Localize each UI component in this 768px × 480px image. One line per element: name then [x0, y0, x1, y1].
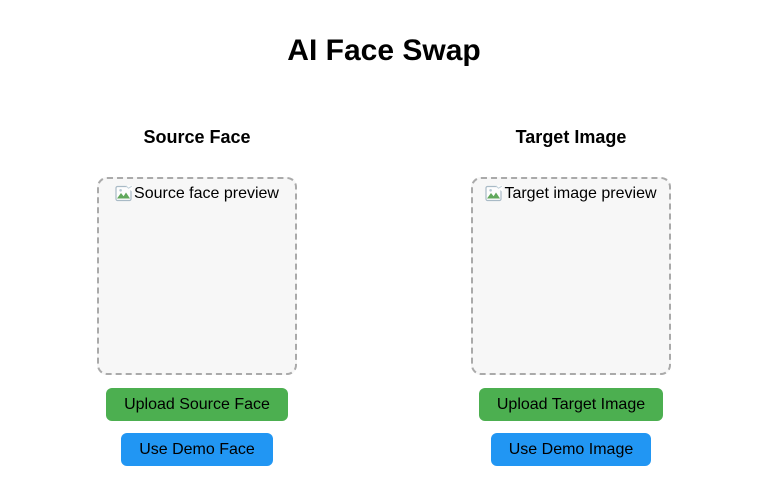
target-image-preview-alt-text: Target image preview — [504, 185, 657, 203]
use-demo-face-button[interactable]: Use Demo Face — [121, 433, 273, 467]
source-face-section: Source Face Source face preview Upload S… — [97, 127, 297, 467]
source-face-preview-box: Source face preview — [97, 177, 297, 376]
upload-target-image-button[interactable]: Upload Target Image — [478, 388, 664, 422]
broken-image-icon — [115, 185, 133, 202]
target-image-heading: Target Image — [515, 126, 627, 147]
target-image-section: Target Image Target image preview Upload… — [471, 127, 671, 467]
use-demo-image-button[interactable]: Use Demo Image — [490, 433, 652, 467]
columns-container: Source Face Source face preview Upload S… — [0, 127, 768, 467]
source-face-preview-alt-text: Source face preview — [134, 185, 279, 203]
source-face-preview-image: Source face preview — [115, 184, 279, 203]
target-image-preview-box: Target image preview — [471, 177, 671, 376]
target-image-preview-image: Target image preview — [485, 184, 657, 203]
page-title: AI Face Swap — [287, 34, 481, 67]
broken-image-icon — [485, 185, 503, 202]
source-face-heading: Source Face — [143, 126, 251, 147]
face-swap-app: AI Face Swap Source Face Source face pre… — [0, 34, 768, 467]
upload-source-face-button[interactable]: Upload Source Face — [106, 388, 288, 422]
